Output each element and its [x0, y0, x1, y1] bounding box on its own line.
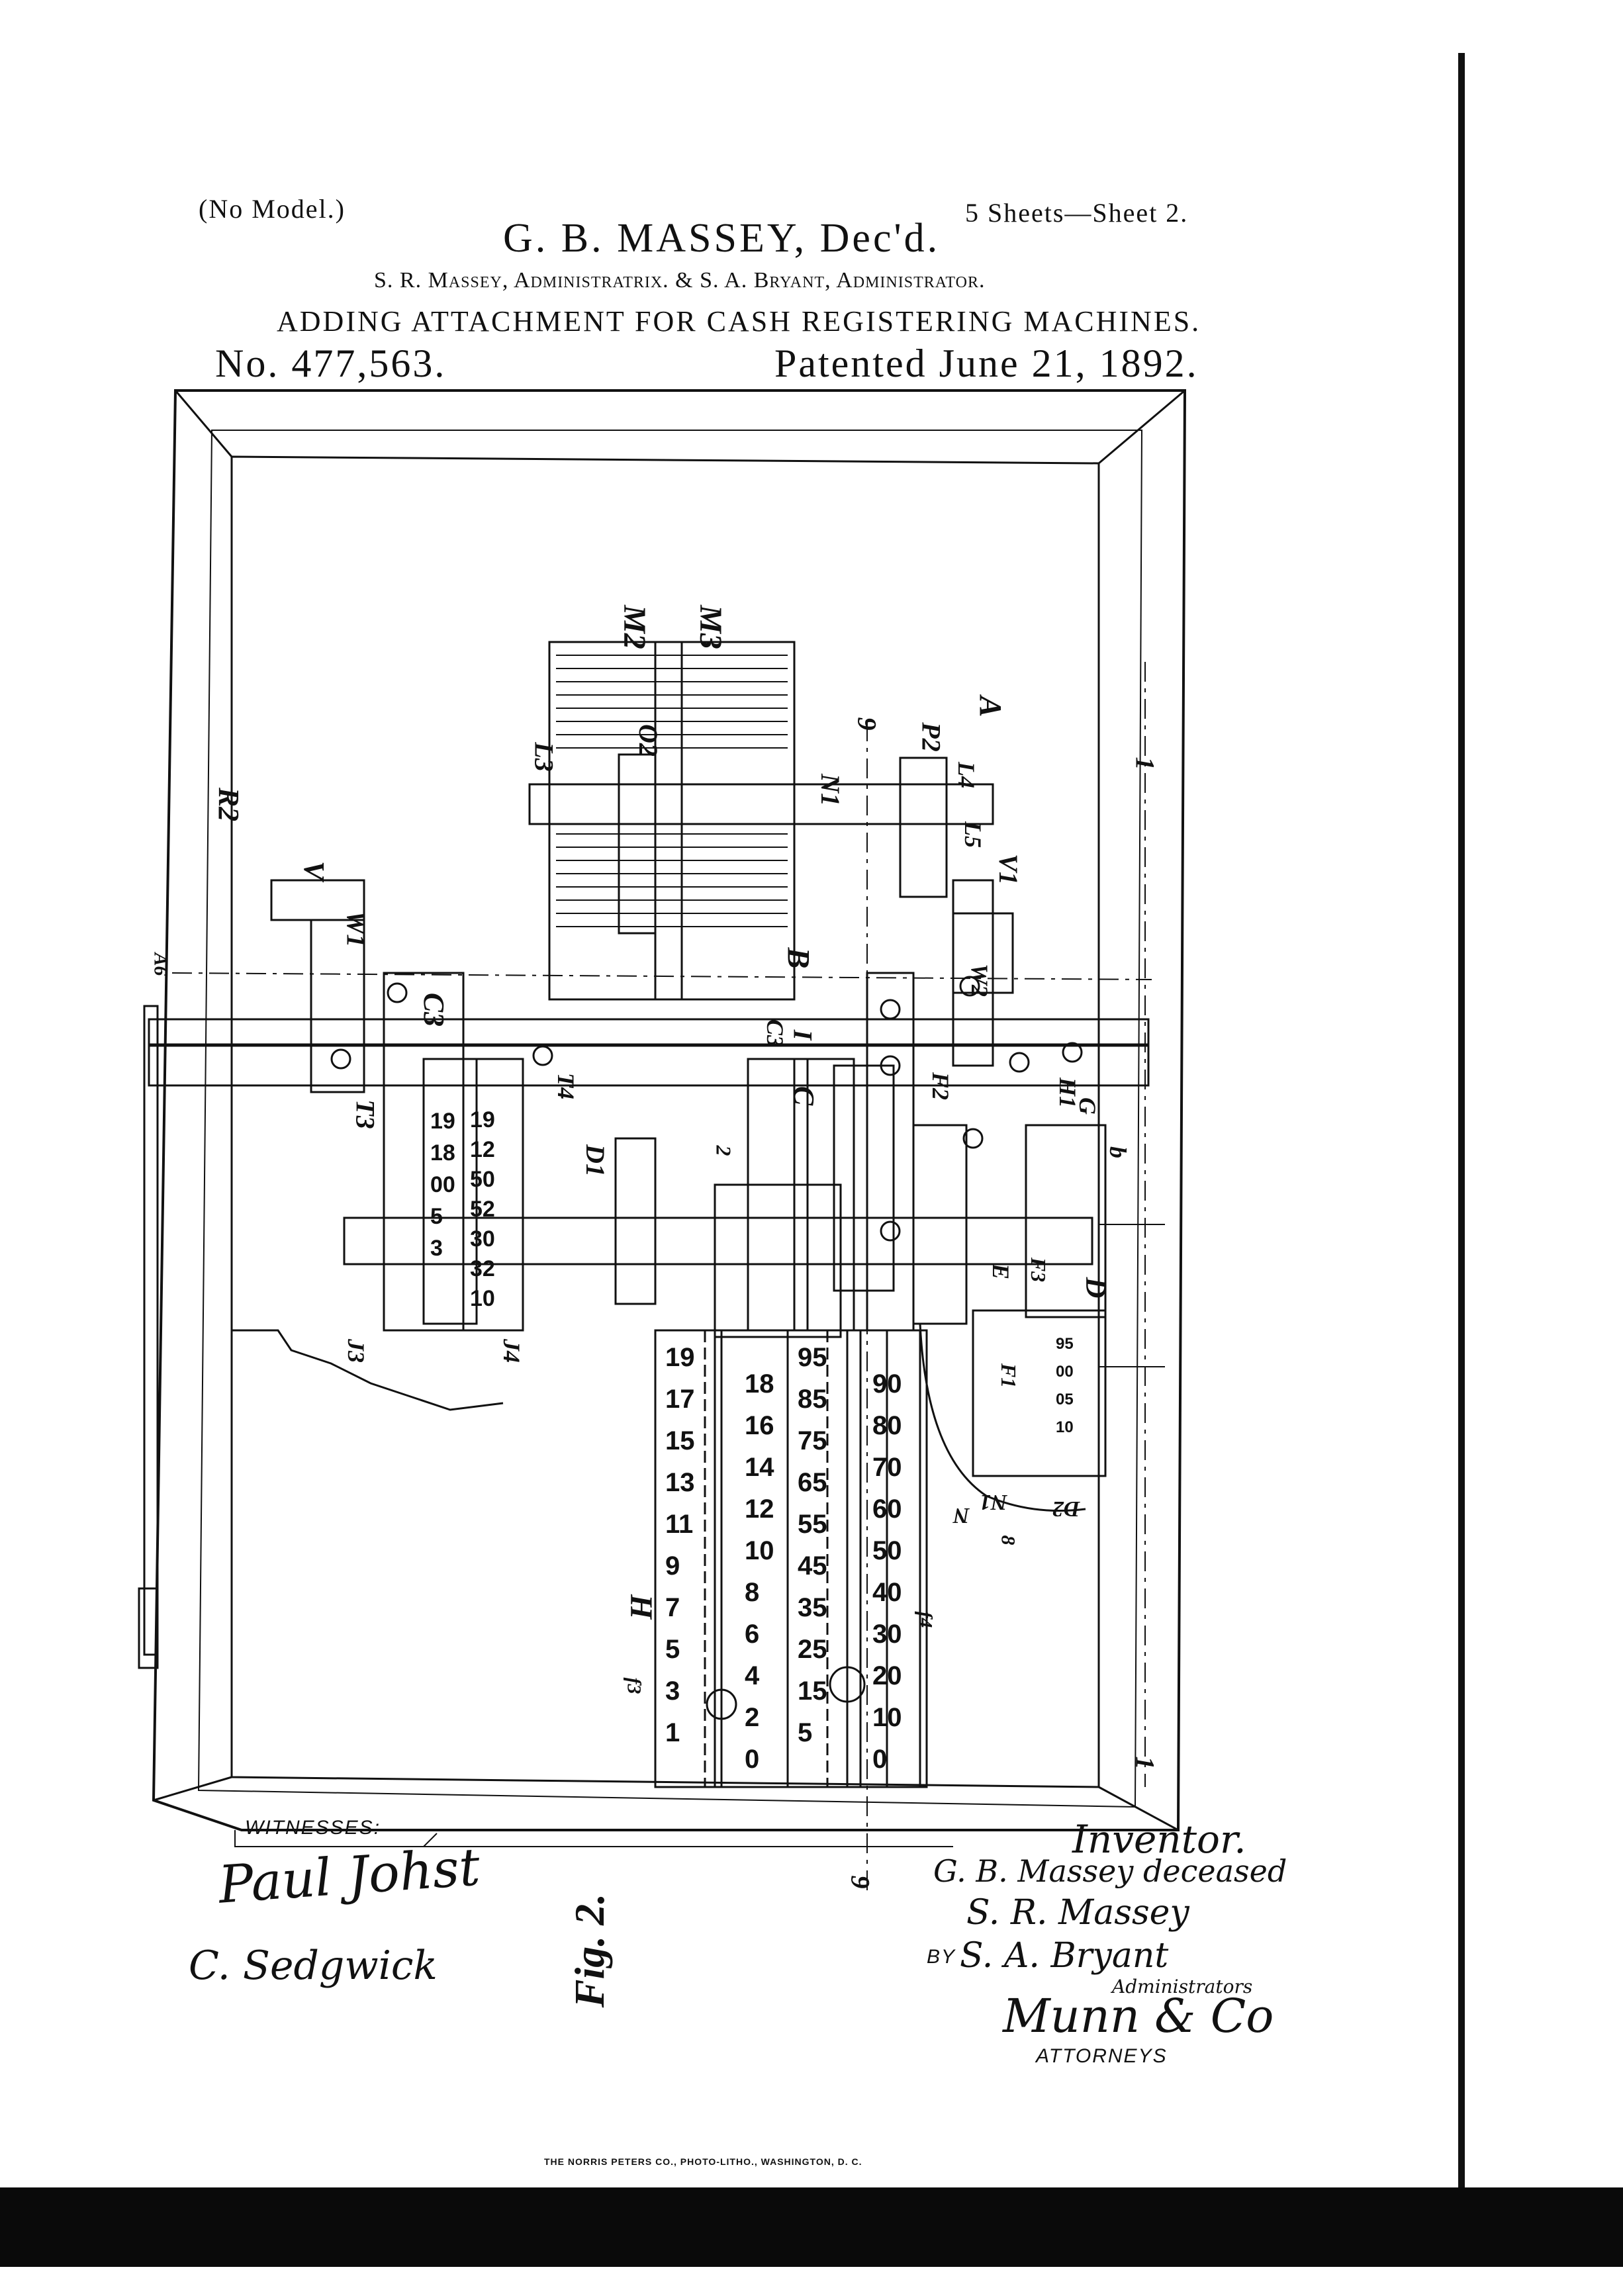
label-L4: L4 [953, 762, 980, 788]
label-F1: F1 [997, 1363, 1021, 1389]
figure-label: Fig. 2. [566, 1893, 614, 2008]
inventor-line-3: S. A. Bryant [960, 1936, 1169, 1976]
counter-digits-right: 19 12 50 52 30 32 10 [470, 1107, 495, 1311]
witnesses-label: WITNESSES: [245, 1817, 381, 1839]
label-C: C [788, 1085, 821, 1106]
inventor-label: Inventor. [1072, 1817, 1246, 1862]
label-8: 8 [997, 1535, 1019, 1545]
label-J4: J4 [498, 1339, 525, 1363]
administrators-note: Administrators [1112, 1976, 1253, 1998]
label-T4: T4 [553, 1073, 579, 1099]
label-f3: f3 [623, 1677, 645, 1694]
section-mark-1-top: 1 [1130, 757, 1160, 770]
label-L5: L5 [960, 821, 986, 848]
label-D: D [1080, 1277, 1113, 1299]
label-B: B [780, 947, 816, 969]
label-G: G [1074, 1097, 1101, 1115]
attorneys-label: ATTORNEYS [1036, 2045, 1168, 2067]
label-H: H [624, 1594, 659, 1620]
printer-credit: THE NORRIS PETERS CO., PHOTO-LITHO., WAS… [544, 2156, 862, 2167]
label-C3-left: C3 [418, 992, 451, 1027]
label-F3: F3 [1027, 1257, 1051, 1283]
administrators-line: S. R. Massey, Administratrix. & S. A. Br… [374, 268, 986, 293]
label-N1: N1 [815, 774, 845, 806]
label-D2: D2 [1052, 1496, 1080, 1521]
label-T3: T3 [350, 1099, 381, 1129]
label-E: E [988, 1263, 1015, 1280]
page-edge-rule [1458, 53, 1465, 2197]
inventor-line-1: G. B. Massey deceased [933, 1853, 1287, 1889]
label-V1: V1 [993, 854, 1023, 885]
label-M2: M2 [616, 605, 652, 649]
label-b: b [1105, 1146, 1131, 1158]
label-A6: A6 [150, 952, 172, 976]
label-V: V [298, 860, 331, 881]
attorney-signature: Munn & Co [1003, 1989, 1274, 2043]
sheet-number: 5 Sheets—Sheet 2. [965, 198, 1189, 228]
label-f4: f4 [914, 1611, 937, 1628]
inventor-name: G. B. MASSEY, Dec'd. [503, 216, 941, 261]
label-A: A [972, 696, 1008, 717]
label-W1: W1 [341, 910, 371, 948]
label-M3: M3 [692, 605, 728, 649]
inventor-line-2: S. R. Massey [966, 1893, 1189, 1933]
label-D1: D1 [580, 1144, 610, 1177]
witness-signature-2: C. Sedgwick [189, 1943, 438, 1989]
label-L3: L3 [529, 742, 559, 772]
section-mark-9-bottom: 9 [845, 1875, 876, 1889]
label-P2: P2 [916, 722, 947, 752]
label-N1-lower: N1 [980, 1490, 1007, 1514]
label-R2: R2 [212, 787, 246, 822]
no-model-note: (No Model.) [199, 194, 346, 224]
label-N: N [953, 1503, 970, 1528]
counter-digits-left: 19 18 00 5 3 [430, 1109, 455, 1261]
label-O2: O2 [633, 724, 663, 757]
patent-number: No. 477,563. [215, 342, 447, 385]
scan-band [0, 2187, 1623, 2267]
patent-title: ADDING ATTACHMENT FOR CASH REGISTERING M… [277, 305, 1201, 338]
section-mark-1-bottom: 1 [1130, 1756, 1160, 1770]
patented-date: Patented June 21, 1892. [774, 342, 1199, 385]
label-2: 2 [712, 1145, 736, 1156]
small-wheel-digits: 95 00 05 10 [1056, 1335, 1074, 1436]
label-C3-center: C3 [762, 1019, 789, 1048]
section-mark-9-top: 9 [852, 717, 882, 731]
label-J3: J3 [343, 1339, 369, 1363]
by-label: BY [927, 1946, 956, 1968]
label-W2: W2 [966, 963, 994, 997]
label-I: I [788, 1029, 818, 1040]
label-F2: F2 [927, 1072, 954, 1101]
